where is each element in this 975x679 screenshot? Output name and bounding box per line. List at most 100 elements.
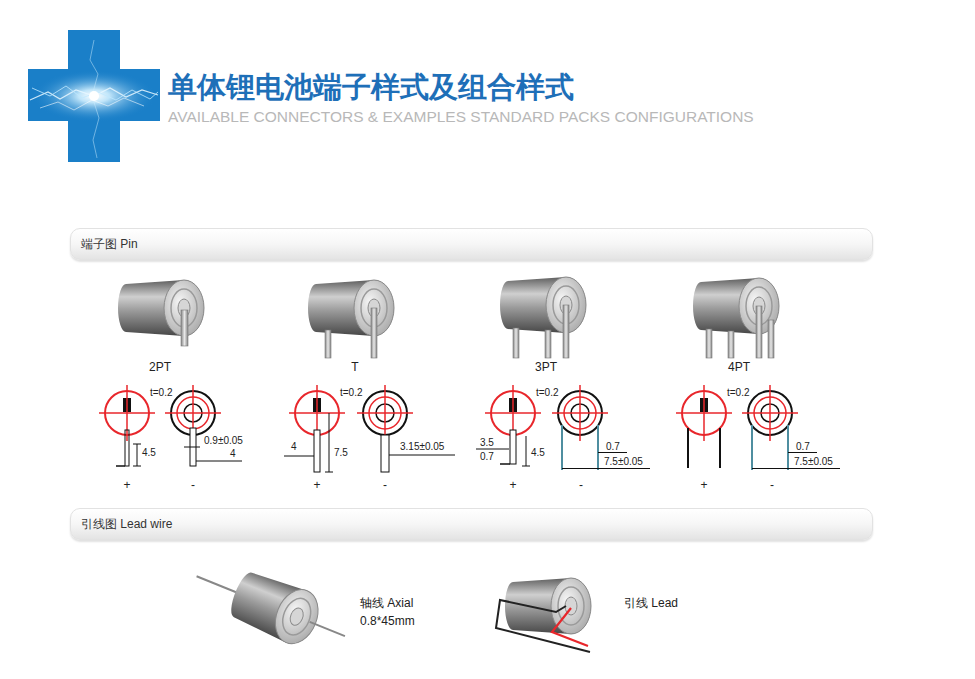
pin-drawing-4pt: [788, 452, 817, 453]
pin-drawing-t: [284, 385, 455, 472]
dimension: 3.15±0.05: [399, 441, 445, 452]
pin-drawing-2pt: [137, 444, 138, 466]
dimension: 7.5±0.05: [793, 456, 834, 467]
model-name: T: [351, 361, 358, 374]
cell-3pt: [500, 277, 586, 358]
cell-4pt: [693, 278, 779, 358]
dimension: 7.5±0.05: [603, 456, 644, 467]
section-heading: 端子图 Pin: [81, 237, 138, 251]
logo-cross: [89, 91, 99, 101]
pin-drawing-2pt: [126, 385, 128, 441]
dimension: t=0.2: [535, 387, 560, 398]
pin-drawing-t: [325, 472, 333, 473]
pin-drawing-3pt: [500, 463, 510, 465]
polarity-mark: +: [509, 479, 516, 492]
dimension: 0.7: [795, 441, 811, 452]
dimension: 0.7: [605, 441, 621, 452]
cell-4pt: [756, 306, 762, 358]
pin-drawing-4pt: [687, 428, 689, 468]
pin-drawing-4pt: [769, 385, 771, 441]
polarity-mark: +: [123, 479, 130, 492]
pin-drawing-4pt: [787, 425, 789, 470]
logo-cross: [28, 69, 160, 121]
pin-drawing-2pt: [99, 385, 242, 466]
dimension: 0.9±0.05: [203, 435, 244, 446]
pin-drawing-2pt: [133, 466, 141, 467]
pin-drawing-3pt: [476, 449, 509, 450]
polarity-mark: +: [700, 479, 707, 492]
lead-cell: [496, 578, 591, 652]
lead-label: 0.8*45mm: [360, 615, 415, 628]
pin-drawing-3pt: [579, 385, 581, 441]
pin-drawing-t: [384, 385, 386, 441]
pin-drawing-3pt: [526, 436, 527, 466]
pin-drawing-t: [329, 413, 330, 472]
pin-drawing-2pt: [125, 430, 129, 466]
pin-drawing-3pt: [562, 468, 650, 469]
cell-3pt: [563, 305, 569, 358]
polarity-mark: -: [383, 479, 387, 492]
pin-drawing-3pt: [522, 466, 530, 467]
cell-4pt: [728, 331, 734, 358]
section-band: 端子图 Pin: [70, 228, 873, 260]
pin-drawing-t: [389, 455, 455, 456]
pin-drawing-3pt: [597, 425, 599, 470]
polarity-mark: +: [313, 479, 320, 492]
dimension: 4.5: [141, 447, 157, 458]
pin-drawing-4pt: [719, 428, 721, 468]
axial-cell: [186, 550, 355, 662]
logo-cross: [32, 86, 158, 100]
pin-drawing-2pt: [196, 461, 242, 462]
pin-drawing-3pt: [598, 452, 627, 453]
cell-t: [308, 280, 394, 336]
dimension: 7.5: [333, 447, 349, 458]
pin-drawing-4pt: [676, 385, 840, 470]
dimension: t=0.2: [339, 387, 364, 398]
pin-drawing-3pt: [510, 430, 516, 464]
cell-4pt: [706, 329, 712, 358]
logo-cross: [28, 30, 160, 162]
polarity-mark: -: [191, 479, 195, 492]
cell-t: [371, 308, 377, 358]
pin-drawing-t: [284, 456, 314, 457]
axial-cell: [310, 622, 345, 636]
axial-cell: [225, 566, 326, 650]
dimension: 0.7: [479, 451, 495, 462]
cell-2pt: [118, 280, 204, 336]
lead-cell: [505, 578, 591, 634]
pin-drawing-3pt: [476, 385, 650, 470]
cell-3pt: [545, 330, 551, 358]
cell-3pt: [513, 328, 519, 358]
section-heading: 引线图 Lead wire: [81, 517, 172, 531]
pin-drawing-2pt: [116, 465, 125, 467]
cell-3pt: [500, 277, 586, 333]
model-name: 3PT: [535, 361, 557, 374]
pin-drawing-2pt: [184, 447, 200, 448]
cell-t: [325, 330, 331, 358]
pin-drawing-4pt: [703, 385, 705, 441]
polarity-mark: -: [579, 479, 583, 492]
pin-drawing-t: [314, 430, 320, 472]
dimension: t=0.2: [726, 387, 751, 398]
pin-drawing-4pt: [751, 425, 753, 470]
cell-4pt: [768, 320, 774, 358]
dimension: t=0.2: [149, 387, 174, 398]
pin-drawing-t: [381, 435, 389, 472]
dimension: 4: [290, 441, 298, 452]
lead-cell: [496, 600, 590, 652]
cell-t: [308, 280, 394, 358]
subtitle: AVAILABLE CONNECTORS & EXAMPLES STANDARD…: [168, 108, 754, 125]
model-name: 2PT: [149, 361, 171, 374]
lead-label: 轴线 Axial: [360, 597, 413, 610]
pin-drawing-4pt: [752, 468, 840, 469]
polarity-mark: -: [770, 479, 774, 492]
logo-cross: [90, 40, 99, 158]
dimension: 3.5: [479, 437, 495, 448]
cell-4pt: [693, 278, 779, 334]
page-title: 单体锂电池端子样式及组合样式: [168, 72, 574, 104]
cell-2pt: [118, 280, 204, 346]
dimension: 4.5: [530, 447, 546, 458]
cell-2pt: [181, 310, 188, 346]
